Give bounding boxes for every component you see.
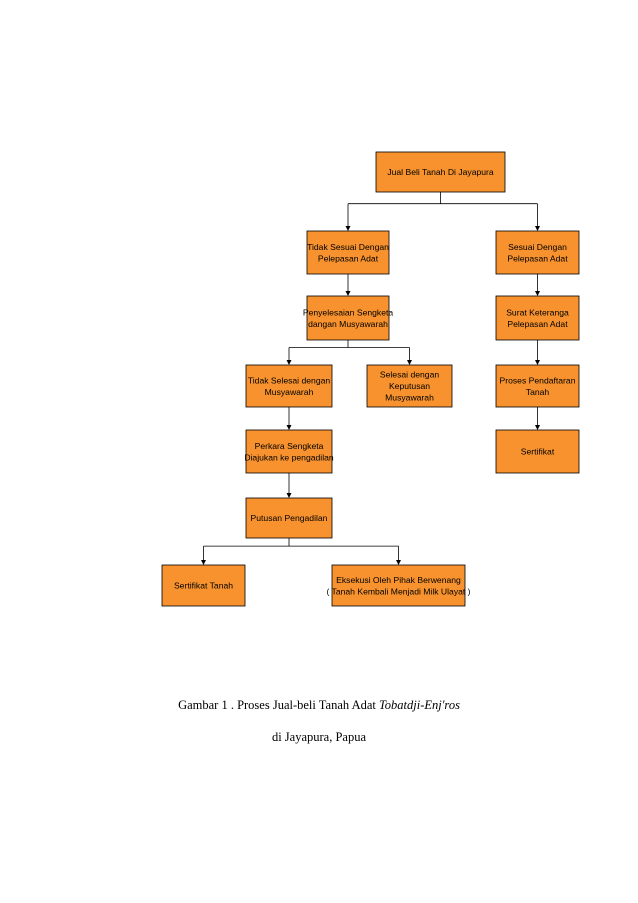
figure-caption-subtitle: di Jayapura, Papua xyxy=(271,730,367,744)
node-label: Putusan Pengadilan xyxy=(251,513,328,523)
arrowhead xyxy=(535,425,540,430)
node-label: Musyawarah xyxy=(385,393,434,403)
node-label: Pelepasan Adat xyxy=(507,319,568,329)
node-box xyxy=(331,564,466,607)
node-jual-beli: Jual Beli Tanah Di Jayapura xyxy=(375,151,506,193)
caption-text: Gambar 1 . Proses Jual-beli Tanah Adat xyxy=(178,698,376,712)
arrowhead xyxy=(535,291,540,296)
node-sertifikat-tanah: Sertifikat Tanah xyxy=(161,564,246,607)
arrowhead xyxy=(345,226,351,231)
node-box xyxy=(495,295,580,341)
node-penyelesaian: Penyelesaian Sengketa dangan Musyawarah xyxy=(303,295,394,341)
node-label: Tidak Selesai dengan xyxy=(248,375,331,385)
node-label: ( Tanah Kembali Menjadi Milk Ulayat ) xyxy=(326,586,470,596)
node-box xyxy=(161,564,246,607)
node-label: Pelepasan Adat xyxy=(507,253,568,263)
node-label: Tidak Sesuai Dengan xyxy=(307,242,389,252)
node-label: Jual Beli Tanah Di Jayapura xyxy=(387,167,494,177)
node-label: Tanah xyxy=(526,387,550,397)
node-box xyxy=(495,230,580,275)
node-box xyxy=(245,497,333,539)
node-label: Surat Keteranga xyxy=(506,307,569,317)
arrowhead xyxy=(201,560,206,565)
node-label: Diajukan ke pengadilan xyxy=(244,452,334,462)
flowchart-connectors xyxy=(201,192,540,565)
node-box xyxy=(495,364,580,408)
node-label: Penyelesaian Sengketa xyxy=(303,307,394,317)
node-box xyxy=(366,364,453,408)
node-label: dangan Musyawarah xyxy=(308,319,388,329)
node-box xyxy=(375,151,506,193)
arrowhead xyxy=(535,360,540,365)
arrowhead xyxy=(286,360,292,365)
node-label: Pelepasan Adat xyxy=(318,253,379,263)
node-sertifikat: Sertifikat xyxy=(495,429,580,474)
node-box xyxy=(245,429,333,474)
node-label: Eksekusi Oleh Pihak Berwenang xyxy=(336,575,461,585)
node-label: Sesuai Dengan xyxy=(508,242,567,252)
node-box xyxy=(306,230,390,275)
arrowhead xyxy=(396,560,401,565)
arrowhead xyxy=(286,425,292,430)
node-label: Selesai dengan xyxy=(380,370,439,380)
arrowhead xyxy=(407,360,412,365)
caption-italic-text: Tobatdji-Enj'ros xyxy=(379,698,460,712)
node-box xyxy=(306,295,390,341)
node-eksekusi: Eksekusi Oleh Pihak Berwenang( Tanah Kem… xyxy=(326,564,471,607)
node-label: Perkara Sengketa xyxy=(255,441,324,451)
node-label: Sertifikat xyxy=(521,447,555,457)
arrowhead xyxy=(345,291,351,296)
node-box xyxy=(495,429,580,474)
node-label: Proses Pendaftaran xyxy=(500,375,576,385)
node-label: Musyawarah xyxy=(265,387,314,397)
node-label: Keputusan xyxy=(389,381,430,391)
arrowhead xyxy=(286,493,292,498)
node-label: Sertifikat Tanah xyxy=(174,581,233,591)
arrowhead xyxy=(535,226,540,231)
figure-caption: Gambar 1 . Proses Jual-beli Tanah Adat T… xyxy=(0,698,638,713)
node-putusan: Putusan Pengadilan xyxy=(245,497,333,539)
node-box xyxy=(245,364,333,408)
